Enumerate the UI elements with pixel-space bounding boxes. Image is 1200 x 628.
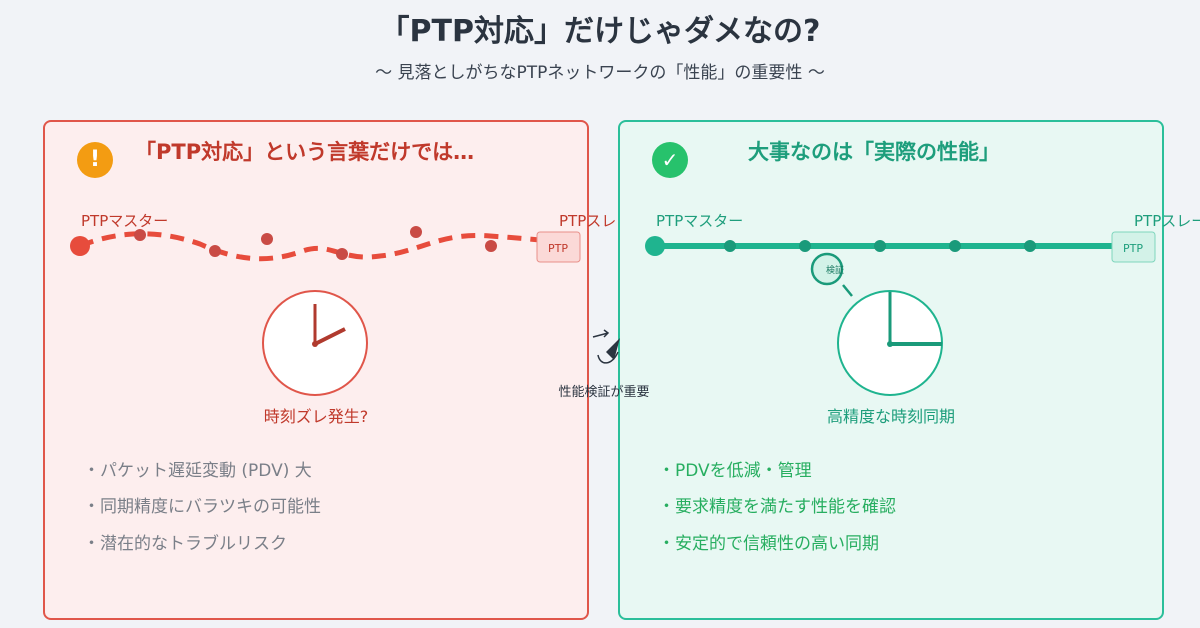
accurate-clock-icon <box>837 290 943 396</box>
left-panel-title: 「PTP対応」という言葉だけでは… <box>135 140 475 164</box>
left-bullet: ・潜在的なトラブルリスク <box>83 534 287 554</box>
right-bullet: ・PDVを低減・管理 <box>658 461 812 481</box>
ptp-master-label: PTPマスター <box>656 212 744 230</box>
packet-dot <box>724 240 736 252</box>
ptp-slave-node <box>536 231 581 263</box>
packet-dot <box>209 245 221 257</box>
check-icon: ✓ <box>652 142 688 178</box>
drifting-clock-icon <box>262 290 368 396</box>
packet-dot <box>134 229 146 241</box>
unstable-network-path <box>79 231 541 262</box>
packet-dot <box>261 233 273 245</box>
warning-icon: ! <box>77 142 113 178</box>
master-node <box>645 236 665 256</box>
left-bullet: ・パケット遅延変動 (PDV) 大 <box>83 461 312 481</box>
arrow-icon <box>592 329 619 364</box>
packet-dot <box>410 226 422 238</box>
page-subtitle: 〜 見落としがちなPTPネットワークの「性能」の重要性 〜 <box>375 63 825 83</box>
packet-dot <box>874 240 886 252</box>
packet-dot <box>949 240 961 252</box>
ptp-slave-label: PTPスレ <box>559 212 617 230</box>
arrow-head-icon <box>606 338 620 360</box>
right-panel-title: 大事なのは「実際の性能」 <box>748 140 1000 164</box>
packet-dot <box>1024 240 1036 252</box>
ptp-slave-node <box>1111 231 1156 263</box>
master-node <box>70 236 90 256</box>
page-title: 「PTP対応」だけじゃダメなの? <box>379 14 821 49</box>
packet-dot <box>799 240 811 252</box>
ptp-node-label: PTP <box>1123 242 1143 255</box>
magnifier-icon: 検証 <box>810 252 853 297</box>
right-bullet: ・要求精度を満たす性能を確認 <box>658 497 896 517</box>
time-drift-label: 時刻ズレ発生? <box>263 407 369 426</box>
verification-label: 性能検証が重要 <box>558 384 649 400</box>
ptp-slave-label: PTPスレー <box>1134 212 1200 230</box>
packet-dot <box>485 240 497 252</box>
left-bullet: ・同期精度にバラツキの可能性 <box>83 497 321 517</box>
packet-dot <box>336 248 348 260</box>
right-bullet: ・安定的で信頼性の高い同期 <box>658 534 879 554</box>
ptp-master-label: PTPマスター <box>81 212 169 230</box>
ptp-node-label: PTP <box>548 242 568 255</box>
sync-label: 高精度な時刻同期 <box>826 407 955 426</box>
magnifier-label: 検証 <box>826 264 844 276</box>
